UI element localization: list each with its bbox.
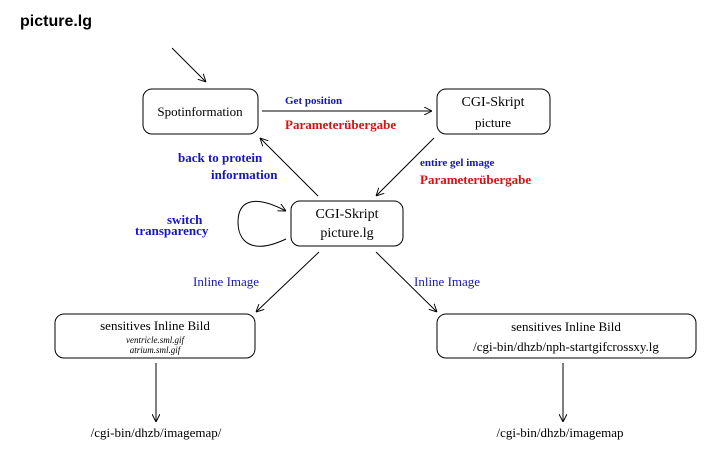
node-cgi-picture: CGI-Skript picture <box>436 88 551 135</box>
edge-cgi-picture-to-picture-lg <box>376 137 435 196</box>
node-cgi-picture-lg: CGI-Skript picture.lg <box>290 200 404 247</box>
entry-arrow <box>171 47 206 82</box>
edge-to-inline-right <box>375 251 437 312</box>
node-spotinformation: Spotinformation <box>142 88 259 135</box>
label-get-position: Get position <box>285 95 342 107</box>
node-inline-right: sensitives Inline Bild /cgi-bin/dhzb/nph… <box>436 313 697 359</box>
label-parameteruebergabe-right: Parameterübergabe <box>420 172 531 187</box>
label-information: information <box>211 167 278 182</box>
self-loop-switch-transparency <box>237 200 286 247</box>
label-switch: switch <box>167 212 203 227</box>
node-inline-left: sensitives Inline Bild ventricle.sml.gif… <box>54 313 256 359</box>
label-inline-image-left: Inline Image <box>193 274 259 289</box>
label-back-to-protein: back to protein <box>178 150 263 165</box>
output-left-path: /cgi-bin/dhzb/imagemap/ <box>91 425 222 440</box>
label-inline-image-right: Inline Image <box>414 274 480 289</box>
node-inline-right-line1: sensitives Inline Bild <box>511 319 621 334</box>
diagram-title: picture.lg <box>20 13 92 30</box>
node-inline-left-line1: sensitives Inline Bild <box>100 318 210 333</box>
node-cgi-picture-line2: picture <box>475 115 511 130</box>
output-right-path: /cgi-bin/dhzb/imagemap <box>496 425 623 440</box>
node-inline-left-line2: ventricle.sml.gif <box>126 335 185 345</box>
node-cgi-picture-lg-line1: CGI-Skript <box>316 207 379 222</box>
edge-to-inline-left <box>256 251 320 312</box>
label-entire-gel-image: entire gel image <box>420 157 494 169</box>
node-inline-right-line2: /cgi-bin/dhzb/nph-startgifcrossxy.lg <box>473 339 659 354</box>
node-cgi-picture-lg-line2: picture.lg <box>320 226 373 241</box>
node-inline-left-line3: atrium.sml.gif <box>130 345 182 355</box>
label-transparency: transparency <box>135 223 209 238</box>
node-cgi-picture-line1: CGI-Skript <box>462 95 525 110</box>
label-parameteruebergabe-top: Parameterübergabe <box>285 117 396 132</box>
edge-back-to-spotinformation <box>260 138 319 197</box>
node-spotinformation-label: Spotinformation <box>157 104 243 119</box>
